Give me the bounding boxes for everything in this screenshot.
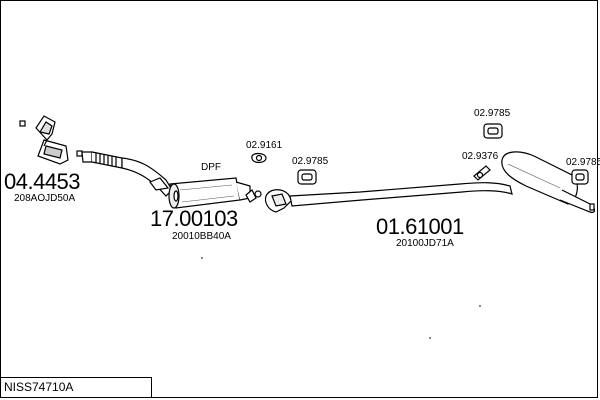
diagram-code-box: NISS74710A [0,377,152,398]
centre-pipe-part [264,182,513,213]
dot-mark [429,337,431,339]
part-number-label: 01.61001 [376,214,464,239]
part-reference-label: 208AOJD50A [14,193,76,204]
dot-mark [201,257,203,259]
fitting-label: 02.9376 [462,151,499,162]
fitting-label: 02.9161 [246,140,283,151]
part-number-label: 17.00103 [150,206,238,231]
marker-square [76,150,83,157]
part-reference-label: 20100JD71A [396,238,454,249]
clamp-part [245,152,267,203]
rear-silencer-part [501,151,596,213]
part-reference-label: 20010BB40A [172,231,231,242]
dpf-tag-label: DPF [201,162,221,173]
dot-mark [479,305,481,307]
fitting-label: 02.9785 [566,157,600,168]
rubber-hanger-part [483,123,503,139]
catalytic-converter-part [35,115,69,165]
rubber-hanger-part [571,169,589,185]
fitting-label: 02.9785 [292,156,329,167]
flex-pipe-part [81,151,173,197]
rubber-hanger-part [473,165,491,181]
dpf-part [168,177,251,209]
marker-square [19,120,26,127]
part-number-label: 04.4453 [4,169,81,194]
fitting-label: 02.9785 [474,108,511,119]
rubber-hanger-part [297,169,317,185]
